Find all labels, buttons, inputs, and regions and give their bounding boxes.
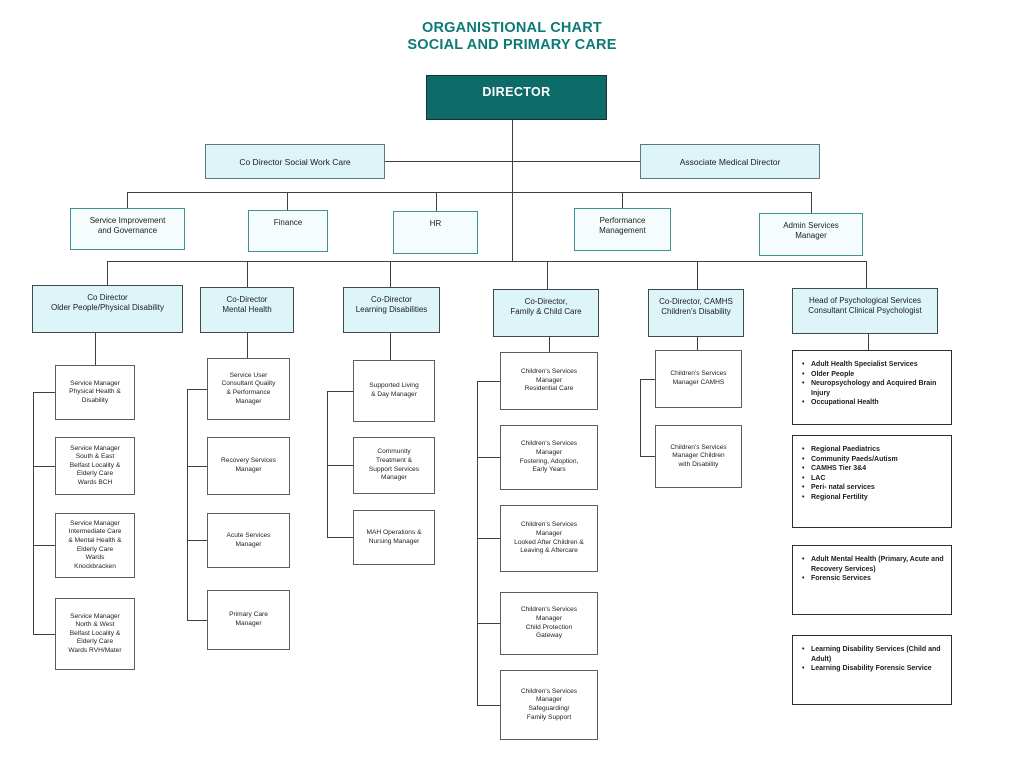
- node-finance: Finance: [248, 210, 328, 252]
- bullet-list: Regional PaediatricsCommunity Paeds/Auti…: [799, 445, 898, 503]
- connector: [287, 192, 288, 210]
- node-csm-safeguarding: Children's Services Manager Safeguarding…: [500, 670, 598, 740]
- node-csm-camhs: Children's Services Manager CAMHS: [655, 350, 742, 408]
- connector: [866, 261, 867, 288]
- connector: [547, 261, 548, 289]
- node-director: DIRECTOR: [426, 75, 607, 120]
- node-community-treatment-manager: Community Treatment & Support Services M…: [353, 437, 435, 494]
- node-csm-fostering-adoption: Children's Services Manager Fostering, A…: [500, 425, 598, 490]
- node-co-director-mental-health: Co-Director Mental Health: [200, 287, 294, 333]
- page-title: ORGANISTIONAL CHART SOCIAL AND PRIMARY C…: [407, 20, 617, 53]
- node-hr: HR: [393, 211, 478, 254]
- connector: [436, 192, 437, 211]
- connector: [107, 261, 108, 285]
- connector: [327, 465, 353, 466]
- node-admin-services-manager: Admin Services Manager: [759, 213, 863, 256]
- node-sm-physical-health: Service Manager Physical Health & Disabi…: [55, 365, 135, 420]
- node-sm-north-west-belfast: Service Manager North & West Belfast Loc…: [55, 598, 135, 670]
- connector: [390, 261, 391, 287]
- connector: [187, 466, 207, 467]
- node-recovery-services-manager: Recovery Services Manager: [207, 437, 290, 495]
- node-associate-medical-director: Associate Medical Director: [640, 144, 820, 179]
- node-co-director-family-child-care: Co-Director, Family & Child Care: [493, 289, 599, 337]
- connector: [95, 333, 96, 365]
- node-csm-residential-care: Children's Services Manager Residential …: [500, 352, 598, 410]
- connector: [33, 392, 55, 393]
- connector: [187, 389, 188, 620]
- connector: [327, 391, 328, 537]
- connector: [477, 623, 500, 624]
- connector: [327, 391, 353, 392]
- node-sm-intermediate-care: Service Manager Intermediate Care & Ment…: [55, 513, 135, 578]
- bullet-list: Learning Disability Services (Child and …: [799, 645, 945, 674]
- node-service-improvement-governance: Service Improvement and Governance: [70, 208, 185, 250]
- connector: [33, 466, 55, 467]
- connector: [549, 337, 550, 352]
- node-sm-south-east-belfast: Service Manager South & East Belfast Loc…: [55, 437, 135, 495]
- node-co-director-learning-disabilities: Co-Director Learning Disabilities: [343, 287, 440, 333]
- connector: [697, 337, 698, 350]
- node-service-user-consultant: Service User Consultant Quality & Perfor…: [207, 358, 290, 420]
- node-co-director-social-work-care: Co Director Social Work Care: [205, 144, 385, 179]
- node-head-psychological-services: Head of Psychological Services Consultan…: [792, 288, 938, 334]
- node-performance-management: Performance Management: [574, 208, 671, 251]
- connector: [477, 538, 500, 539]
- connector: [477, 705, 500, 706]
- node-psych-paediatrics-list: Regional PaediatricsCommunity Paeds/Auti…: [792, 435, 952, 528]
- connector: [127, 192, 812, 193]
- connector: [187, 540, 207, 541]
- connector: [640, 379, 655, 380]
- connector: [868, 334, 869, 350]
- connector: [247, 261, 248, 287]
- bullet-list: Adult Mental Health (Primary, Acute and …: [799, 555, 945, 584]
- node-psych-adult-health-list: Adult Health Specialist ServicesOlder Pe…: [792, 350, 952, 425]
- connector: [385, 161, 640, 162]
- connector: [127, 192, 128, 208]
- connector: [512, 120, 513, 262]
- node-co-director-camhs: Co-Director, CAMHS Children's Disability: [648, 289, 744, 337]
- connector: [107, 261, 867, 262]
- node-primary-care-manager: Primary Care Manager: [207, 590, 290, 650]
- connector: [640, 379, 641, 456]
- node-csm-looked-after-children: Children's Services Manager Looked After…: [500, 505, 598, 572]
- connector: [640, 456, 655, 457]
- node-psych-adult-mental-health-list: Adult Mental Health (Primary, Acute and …: [792, 545, 952, 615]
- connector: [811, 192, 812, 213]
- connector: [187, 620, 207, 621]
- connector: [477, 381, 478, 705]
- node-co-director-older-people: Co Director Older People/Physical Disabi…: [32, 285, 183, 333]
- connector: [327, 537, 353, 538]
- connector: [477, 457, 500, 458]
- node-psych-learning-disability-list: Learning Disability Services (Child and …: [792, 635, 952, 705]
- node-supported-living-manager: Supported Living & Day Manager: [353, 360, 435, 422]
- connector: [187, 389, 207, 390]
- connector: [697, 261, 698, 289]
- connector: [33, 634, 55, 635]
- bullet-list: Adult Health Specialist ServicesOlder Pe…: [799, 360, 945, 408]
- node-csm-child-protection: Children's Services Manager Child Protec…: [500, 592, 598, 655]
- connector: [33, 392, 34, 634]
- connector: [390, 333, 391, 360]
- node-mah-operations-manager: MAH Operations & Nursing Manager: [353, 510, 435, 565]
- node-csm-children-disability: Children's Services Manager Children wit…: [655, 425, 742, 488]
- connector: [33, 545, 55, 546]
- connector: [477, 381, 500, 382]
- node-acute-services-manager: Acute Services Manager: [207, 513, 290, 568]
- connector: [622, 192, 623, 208]
- connector: [247, 333, 248, 358]
